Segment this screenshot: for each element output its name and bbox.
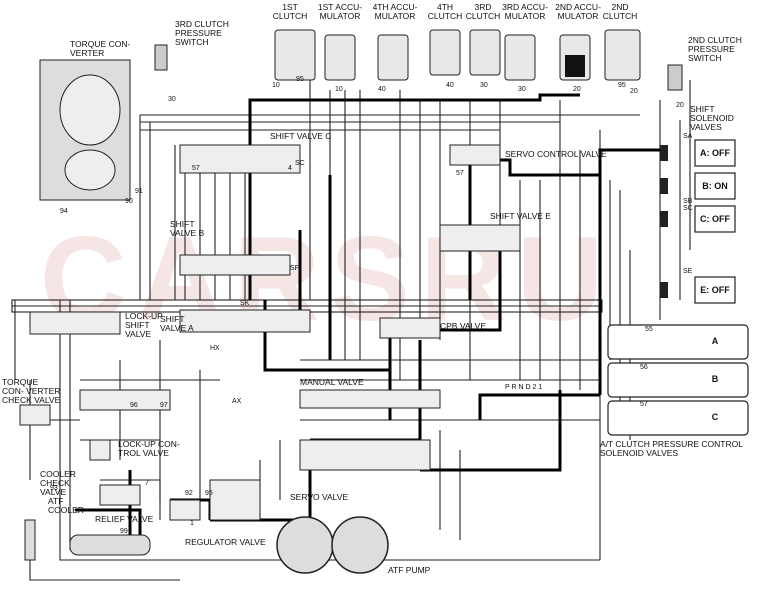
cpb-valve-label: CPB VALVE (440, 321, 486, 331)
pressure-solenoid-a: A (711, 336, 719, 346)
shift-valve-e-label: SHIFT VALVE E (490, 211, 551, 221)
line-number: 95 (618, 82, 626, 89)
solenoid-e-state: E: OFF (700, 285, 730, 295)
line-number: 1 (190, 520, 194, 527)
torque-converter-check-valve-label: TORQUE CON- VERTER CHECK VALVE (2, 377, 61, 405)
clutch-4-label: 4TH CLUTCH (427, 2, 463, 21)
clutch-3-label: 3RD CLUTCH (465, 2, 501, 21)
pressure-switch-2-label: 2ND CLUTCH PRESSURE SWITCH (688, 35, 742, 63)
accumulator-2-label: 2ND ACCU- MULATOR (555, 2, 601, 21)
shift-valve-b-label: SHIFT VALVE B (170, 219, 205, 238)
atf-pump-label: ATF PUMP (388, 565, 431, 575)
line-number: 40 (446, 82, 454, 89)
port-code: SK (240, 300, 250, 307)
line-number: 30 (518, 86, 526, 93)
pressure-solenoid-c: C (711, 412, 719, 422)
line-number: 57 (456, 170, 464, 177)
line-number: 91 (135, 188, 143, 195)
line-number: 20 (676, 102, 684, 109)
line-number: 55 (645, 326, 653, 333)
line-number: 95 (296, 76, 304, 83)
regulator-valve-label: REGULATOR VALVE (185, 537, 266, 547)
relief-valve-label: RELIEF VALVE (95, 514, 154, 524)
clutch-1-label: 1ST CLUTCH (272, 2, 308, 21)
line-number: 57 (192, 165, 200, 172)
line-number: 10 (272, 82, 280, 89)
accumulator-1-label: 1ST ACCU- MULATOR (317, 2, 363, 21)
line-number: 30 (168, 96, 176, 103)
shift-valve-a-label: SHIFT VALVE A (160, 314, 194, 333)
servo-control-valve-label: SERVO CONTROL VALVE (505, 149, 607, 159)
clutch-2-label: 2ND CLUTCH (602, 2, 638, 21)
manual-valve-label: MANUAL VALVE (300, 377, 364, 387)
at-clutch-pressure-solenoid-label: A/T CLUTCH PRESSURE CONTROL SOLENOID VAL… (600, 439, 743, 458)
accumulator-4-label: 4TH ACCU- MULATOR (372, 2, 418, 21)
port-code: SF (290, 265, 299, 272)
port-code: AX (232, 398, 242, 405)
line-number: 97 (160, 402, 168, 409)
port-code: SB (683, 198, 693, 205)
line-number: 40 (378, 86, 386, 93)
line-number: 30 (480, 82, 488, 89)
torque-converter-label: TORQUE CON- VERTER (70, 39, 131, 58)
line-number: 93 (50, 485, 58, 492)
line-number: 56 (640, 364, 648, 371)
shift-solenoid-label: SHIFT SOLENOID VALVES (690, 104, 734, 132)
servo-valve-label: SERVO VALVE (290, 492, 349, 502)
shift-valve-c-label: SHIFT VALVE C (270, 131, 332, 141)
line-number: 94 (60, 208, 68, 215)
line-number: 99 (120, 528, 128, 535)
solenoid-a-state: A: OFF (699, 148, 730, 158)
solenoid-b-state: B: ON (702, 181, 728, 191)
line-number: 57 (640, 401, 648, 408)
port-code: SE (683, 268, 693, 275)
atf-cooler-label: ATF COOLER (48, 496, 84, 515)
line-number: 20 (630, 88, 638, 95)
cooler-check-valve-label: COOLER CHECK VALVE (40, 469, 76, 497)
lockup-shift-valve-label: LOCK-UP SHIFT VALVE (125, 311, 163, 339)
accumulator-3-label: 3RD ACCU- MULATOR (502, 2, 548, 21)
prnd-label: P R N D 2 1 (505, 384, 543, 391)
port-code: SA (683, 133, 693, 140)
line-number: 95 (205, 490, 213, 497)
line-number: 7 (145, 480, 149, 487)
lockup-control-valve-label: LOCK-UP CON- TROL VALVE (118, 439, 180, 458)
line-number: 92 (185, 490, 193, 497)
port-code: SC (295, 160, 305, 167)
port-code: SC (683, 205, 693, 212)
solenoid-c-state: C: OFF (699, 214, 730, 224)
pressure-switch-3-label: 3RD CLUTCH PRESSURE SWITCH (175, 19, 229, 47)
line-number: 4 (288, 165, 292, 172)
pressure-solenoid-b: B (711, 374, 719, 384)
port-code: HX (210, 345, 220, 352)
line-number: 10 (335, 86, 343, 93)
line-number: 20 (573, 86, 581, 93)
line-number: 96 (130, 402, 138, 409)
line-number: 90 (125, 198, 133, 205)
